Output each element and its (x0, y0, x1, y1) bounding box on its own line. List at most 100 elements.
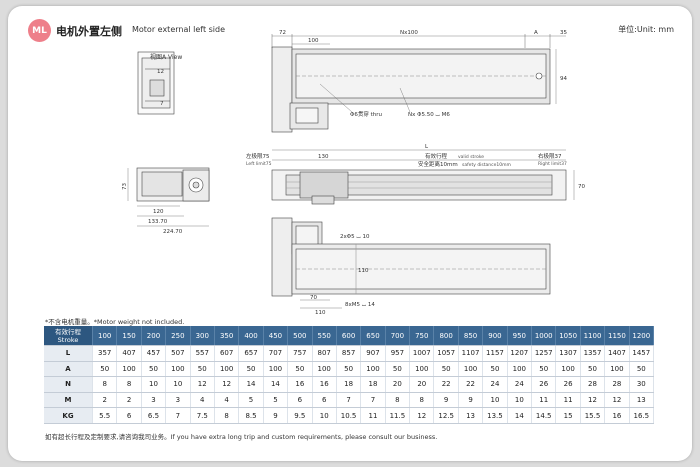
table-cell: 28 (604, 376, 630, 393)
table-cell: 12 (604, 392, 630, 409)
left-limit-label: 左极限75 (246, 152, 270, 160)
table-cell: 50 (287, 361, 313, 378)
stroke-header-cell: 450 (263, 326, 289, 346)
table-cell: 13 (629, 392, 655, 409)
table-cell: 2 (92, 392, 118, 409)
table-cell: 357 (92, 345, 118, 362)
weight-note: *不含电机重量。*Motor weight not included. (45, 318, 185, 326)
row-label: L (44, 345, 93, 362)
table-cell: 407 (116, 345, 142, 362)
table-cell: 1357 (580, 345, 606, 362)
table-cell: 16.5 (629, 407, 655, 424)
view-label: 视图A View (150, 53, 182, 61)
table-cell: 707 (263, 345, 289, 362)
table-cell: 28 (580, 376, 606, 393)
front-dim-130: 130 (318, 154, 329, 160)
table-cell: 1407 (604, 345, 630, 362)
side-dim-12: 12 (157, 69, 164, 75)
stroke-header-cell: 1200 (629, 326, 655, 346)
stroke-label-cn: 有效行程 (55, 327, 81, 336)
table-cell: 100 (360, 361, 386, 378)
table-cell: 857 (336, 345, 362, 362)
table-cell: 16 (287, 376, 313, 393)
table-cell: 5.5 (92, 407, 118, 424)
front-view (271, 149, 575, 205)
table-cell: 11 (360, 407, 386, 424)
page-title: 电机外置左侧 (56, 25, 122, 38)
unit-label: 单位:Unit: mm (618, 25, 674, 34)
bottom-view (271, 217, 551, 309)
stroke-header-cell: 250 (165, 326, 191, 346)
table-cell: 4 (214, 392, 240, 409)
table-cell: 10 (165, 376, 191, 393)
custom-note: 如有超长行程及定制要求,请咨询我司业务。If you have extra lo… (45, 433, 438, 441)
table-cell: 22 (433, 376, 459, 393)
row-label: N (44, 376, 93, 393)
effective-stroke-label-en: valid stroke (458, 154, 484, 160)
table-cell: 1157 (482, 345, 508, 362)
table-cell: 6 (116, 407, 142, 424)
table-cell: 8 (214, 407, 240, 424)
table-cell: 10 (507, 392, 533, 409)
table-cell: 8 (92, 376, 118, 393)
table-cell: 13 (458, 407, 484, 424)
table-cell: 8 (409, 392, 435, 409)
table-cell: 7 (360, 392, 386, 409)
table-cell: 12 (190, 376, 215, 393)
table-cell: 9 (433, 392, 459, 409)
safety-distance-label-en: safety distance10mm (462, 162, 511, 168)
table-cell: 11.5 (385, 407, 411, 424)
bottom-dim-110b: 110 (315, 310, 326, 316)
table-cell: 7 (165, 407, 191, 424)
table-cell: 26 (531, 376, 557, 393)
table-cell: 11 (555, 392, 581, 409)
table-cell: 100 (604, 361, 630, 378)
safety-distance-label: 安全距离10mm (418, 160, 458, 168)
table-cell: 13.5 (482, 407, 508, 424)
table-cell: 14 (263, 376, 289, 393)
table-cell: 15 (555, 407, 581, 424)
table-cell: 9 (263, 407, 289, 424)
row-label: A (44, 361, 93, 378)
table-cell: 16 (604, 407, 630, 424)
effective-stroke-label: 有效行程 (425, 152, 448, 160)
table-cell: 12.5 (433, 407, 459, 424)
table-cell: 50 (433, 361, 459, 378)
table-cell: 100 (214, 361, 240, 378)
table-cell: 22 (458, 376, 484, 393)
right-limit-label-en: Right limit37 (538, 161, 567, 167)
table-cell: 50 (580, 361, 606, 378)
page-title-en: Motor external left side (132, 25, 226, 34)
stroke-header-cell: 750 (409, 326, 435, 346)
stroke-header-cell: 600 (336, 326, 362, 346)
table-cell: 3 (165, 392, 191, 409)
table-cell: 12 (214, 376, 240, 393)
top-dim-a: A (534, 30, 538, 36)
stroke-header-cell: 650 (360, 326, 386, 346)
left-limit-label-en: Left limit75 (246, 161, 272, 167)
stroke-header-cell: 850 (458, 326, 484, 346)
stroke-header-cell: 800 (433, 326, 459, 346)
table-cell: 50 (385, 361, 411, 378)
table-cell: 8 (116, 376, 142, 393)
table-cell: 957 (385, 345, 411, 362)
table-cell: 457 (141, 345, 167, 362)
top-dim-35: 35 (560, 30, 567, 36)
table-cell: 6 (287, 392, 313, 409)
model-badge: ML (28, 19, 51, 42)
table-cell: 18 (360, 376, 386, 393)
table-cell: 100 (116, 361, 142, 378)
table-cell: 100 (458, 361, 484, 378)
motor-dim-133: 133.70 (148, 219, 168, 225)
table-cell: 50 (482, 361, 508, 378)
table-cell: 5 (263, 392, 289, 409)
right-limit-label: 右极限37 (538, 152, 562, 160)
table-cell: 11 (531, 392, 557, 409)
